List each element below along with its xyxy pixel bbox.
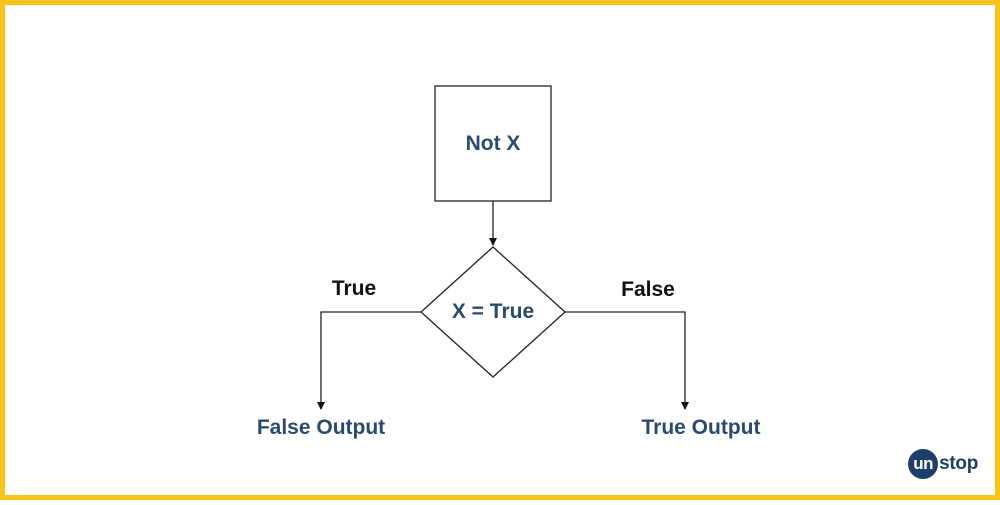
logo-badge: un — [908, 449, 939, 479]
true-output-label: True Output — [642, 416, 761, 439]
unstop-logo: un stop — [908, 449, 978, 479]
start-box-label: Not X — [466, 132, 521, 155]
false-output-label: False Output — [257, 416, 385, 439]
connector-false-branch — [565, 311, 689, 410]
branch-false-label: False — [621, 278, 675, 301]
decision-diamond — [420, 246, 566, 378]
decision-label: X = True — [452, 300, 534, 323]
branch-true-label: True — [332, 277, 376, 300]
flowchart: Not X X = True True False False Output T… — [257, 85, 761, 439]
logo-wordmark: stop — [939, 453, 978, 474]
connector-true-branch — [317, 311, 421, 410]
start-box — [434, 85, 552, 202]
